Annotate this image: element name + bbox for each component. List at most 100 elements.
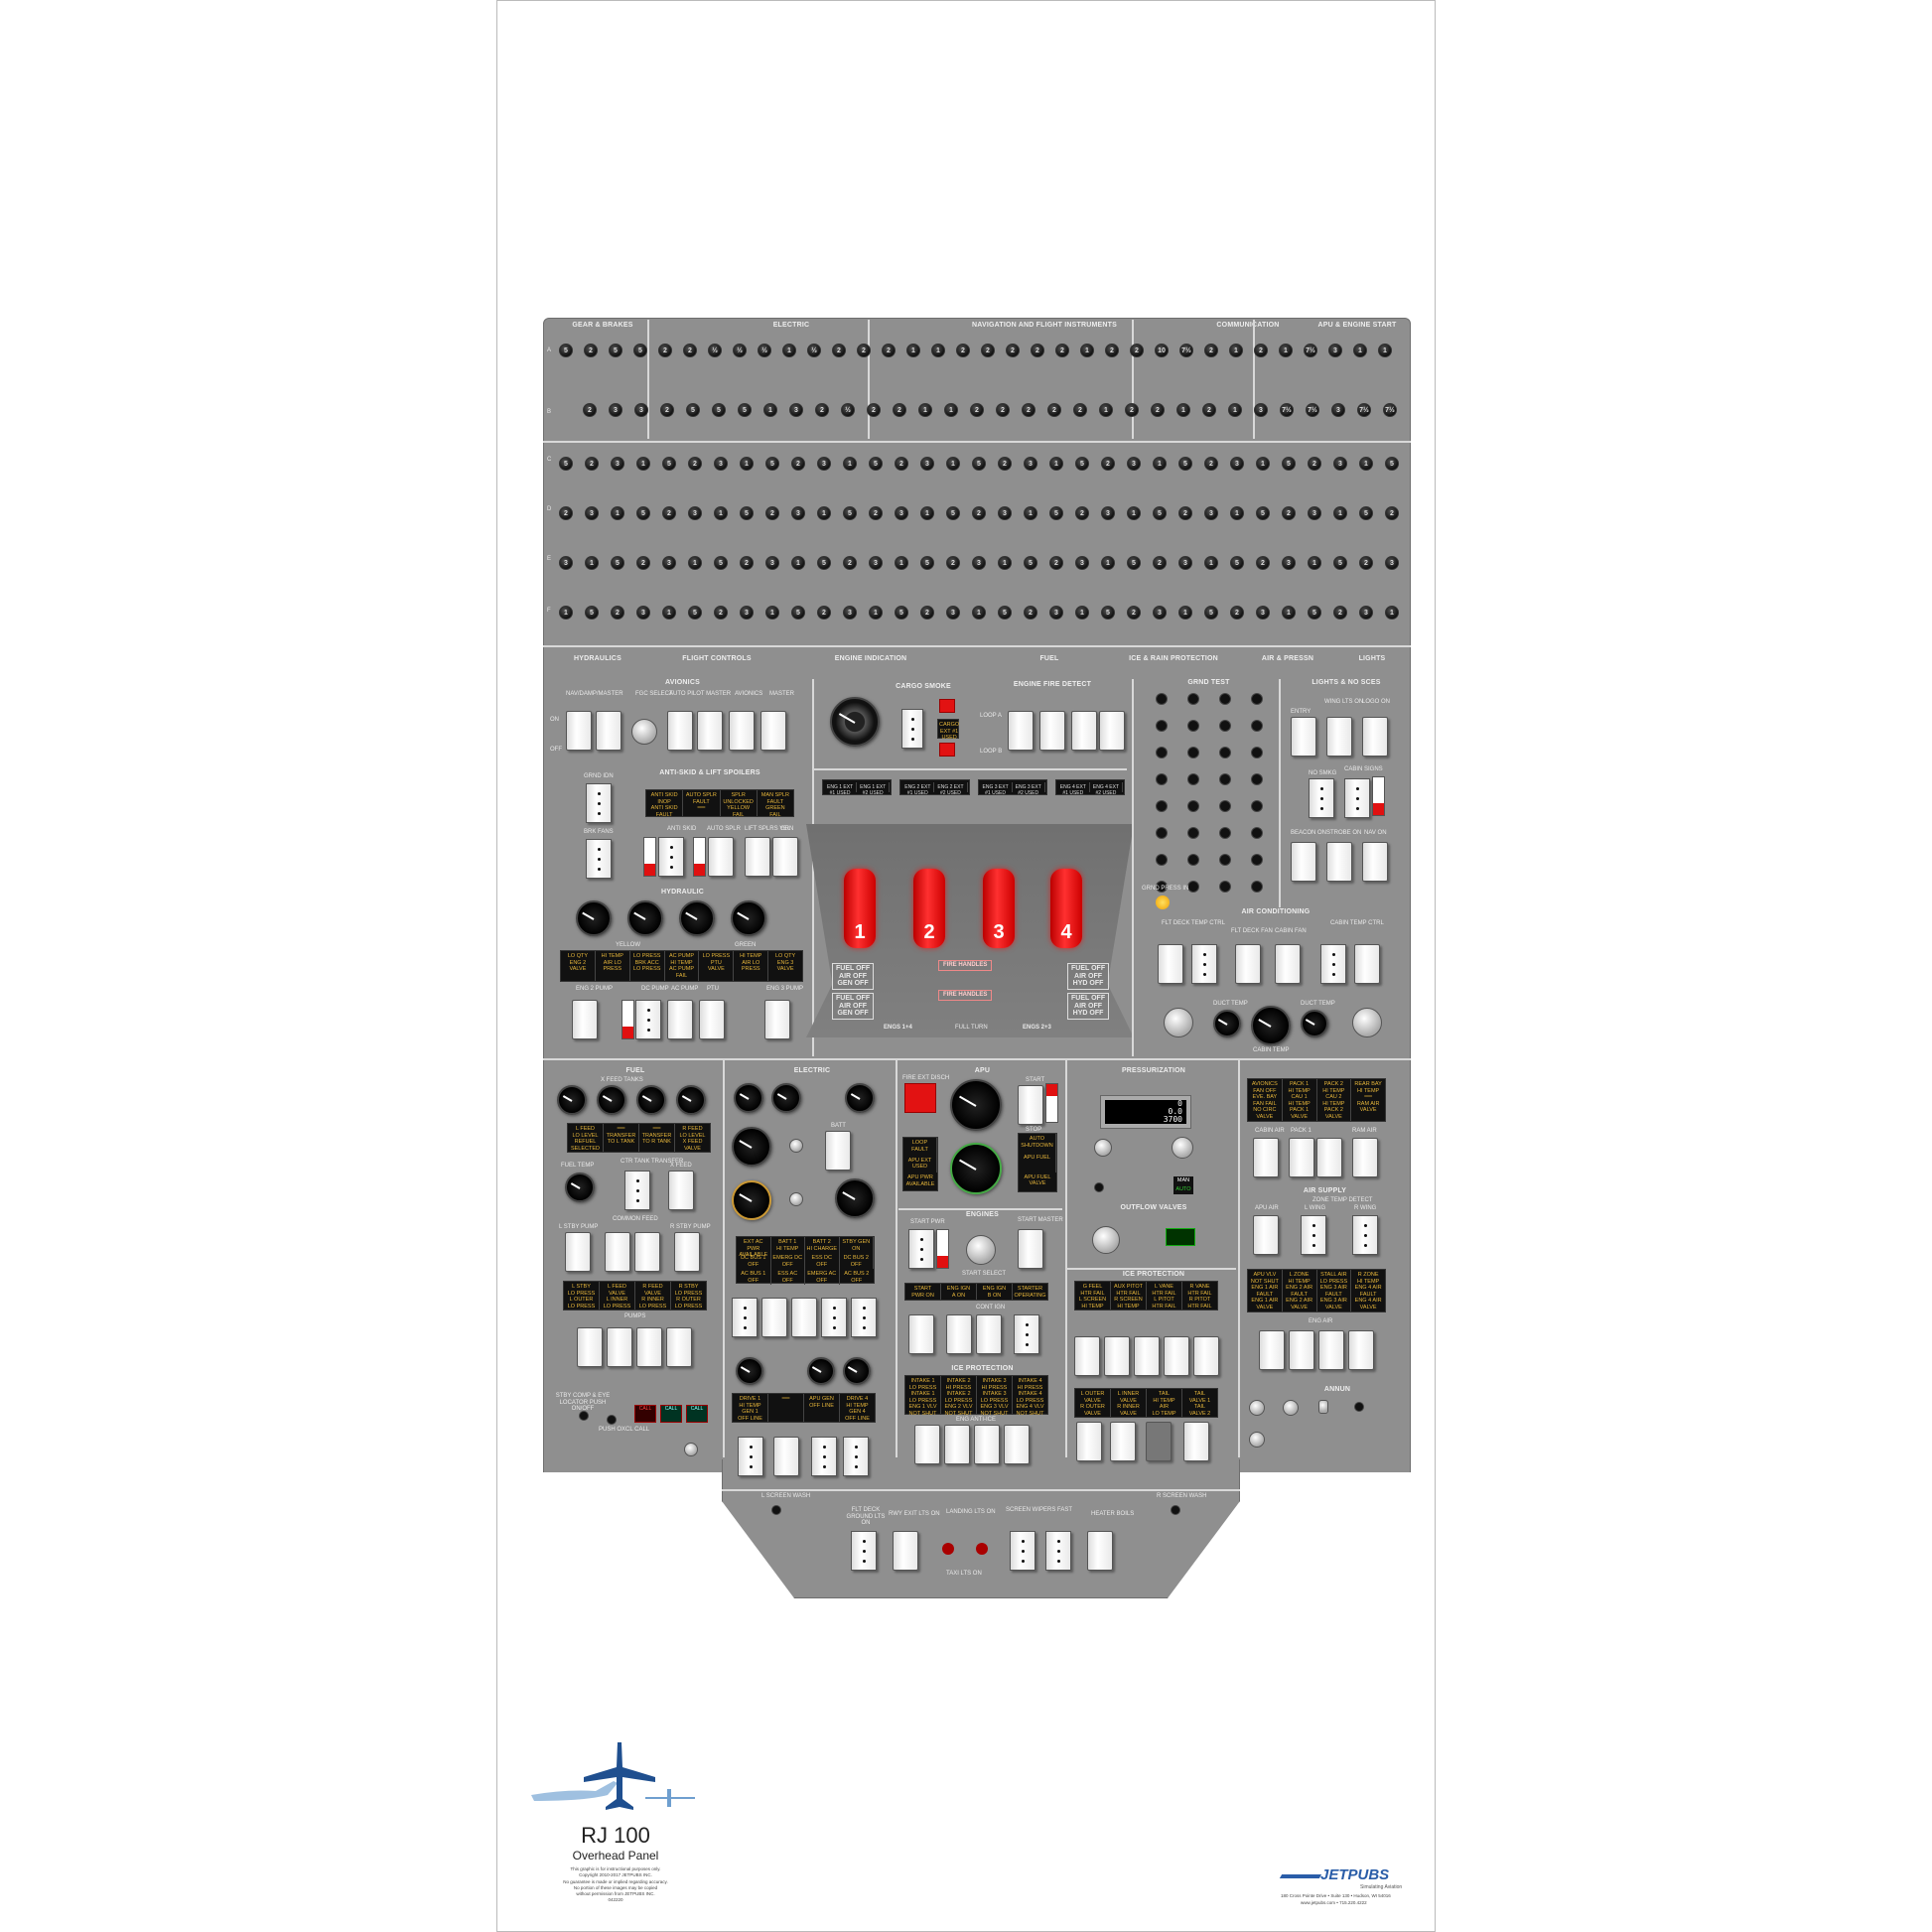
eng-anti-ice-2-switch[interactable] <box>944 1425 970 1464</box>
entry-switch[interactable] <box>1291 717 1316 757</box>
circuit-breaker[interactable]: 3 <box>634 403 648 417</box>
circuit-breaker[interactable]: 3 <box>585 506 599 520</box>
circuit-breaker[interactable]: 3 <box>789 403 803 417</box>
batt-switch[interactable] <box>825 1131 851 1171</box>
circuit-breaker[interactable]: 1 <box>636 457 650 471</box>
circuit-breaker[interactable]: 1 <box>688 556 702 570</box>
circuit-breaker[interactable]: 5 <box>712 403 726 417</box>
flt-deck-temp-auto-switch[interactable] <box>1158 944 1183 984</box>
circuit-breaker[interactable]: 2 <box>920 606 934 620</box>
avionics-master-2-switch[interactable] <box>760 711 786 751</box>
circuit-breaker[interactable]: 5 <box>998 606 1012 620</box>
circuit-breaker[interactable]: 2 <box>998 457 1012 471</box>
auto-splr-guard[interactable] <box>693 837 706 877</box>
circuit-breaker[interactable]: 5 <box>1308 606 1321 620</box>
circuit-breaker[interactable]: 1 <box>740 457 754 471</box>
l-inner-pump-switch[interactable] <box>607 1327 632 1367</box>
grnd-test-button[interactable] <box>1219 827 1231 839</box>
fgc-select-knob[interactable] <box>631 719 657 745</box>
grnd-test-button[interactable] <box>1187 747 1199 759</box>
l-wing-zone-switch[interactable] <box>1301 1215 1326 1255</box>
circuit-breaker[interactable]: 2 <box>636 556 650 570</box>
ext-ac-switch[interactable] <box>732 1298 758 1337</box>
landing-lt-r-toggle[interactable] <box>976 1543 988 1555</box>
stby-gen-switch[interactable] <box>851 1298 877 1337</box>
fire-detect-4-switch[interactable] <box>1099 711 1125 751</box>
circuit-breaker[interactable]: 3 <box>1333 457 1347 471</box>
cabin-air-switch[interactable] <box>1253 1138 1279 1177</box>
circuit-breaker[interactable]: 1 <box>1229 344 1243 357</box>
circuit-breaker[interactable]: 5 <box>1075 457 1089 471</box>
apu-fire-ext-button[interactable] <box>904 1083 936 1113</box>
circuit-breaker[interactable]: 2 <box>1230 606 1244 620</box>
circuit-breaker[interactable]: 5 <box>1024 556 1037 570</box>
grnd-test-button[interactable] <box>1251 827 1263 839</box>
bus-tie-dc-switch[interactable] <box>791 1298 817 1337</box>
circuit-breaker[interactable]: 2 <box>662 506 676 520</box>
circuit-breaker[interactable]: 1 <box>1308 556 1321 570</box>
circuit-breaker[interactable]: 3 <box>817 457 831 471</box>
xfeed-switch[interactable] <box>668 1171 694 1210</box>
circuit-breaker[interactable]: 3 <box>740 606 754 620</box>
circuit-breaker[interactable]: 1 <box>611 506 624 520</box>
crank-switch[interactable] <box>1014 1314 1039 1354</box>
circuit-breaker[interactable]: 1 <box>1178 606 1192 620</box>
dc-pump-switch[interactable] <box>635 1000 661 1039</box>
circuit-breaker[interactable]: 3 <box>1359 606 1373 620</box>
circuit-breaker[interactable]: 2 <box>1359 556 1373 570</box>
circuit-breaker[interactable]: 5 <box>895 606 908 620</box>
lift-splrs-grn-switch[interactable] <box>772 837 798 877</box>
circuit-breaker[interactable]: 2 <box>1130 344 1144 357</box>
circuit-breaker[interactable]: 1 <box>714 506 728 520</box>
circuit-breaker[interactable]: 2 <box>1031 344 1044 357</box>
circuit-breaker[interactable]: 5 <box>686 403 700 417</box>
dim-wkes-knob[interactable] <box>1249 1400 1265 1416</box>
circuit-breaker[interactable]: 1 <box>662 606 676 620</box>
grnd-test-button[interactable] <box>1156 800 1168 812</box>
circuit-breaker[interactable]: 3 <box>1127 457 1141 471</box>
circuit-breaker[interactable]: 1 <box>946 457 960 471</box>
circuit-breaker[interactable]: 1 <box>1075 606 1089 620</box>
anti-skid-switch[interactable] <box>658 837 684 877</box>
apu-start-guard[interactable] <box>1045 1083 1058 1123</box>
flt-deck-temp-knob[interactable] <box>1164 1008 1193 1037</box>
circuit-breaker[interactable]: 3 <box>1328 344 1342 357</box>
circuit-breaker[interactable]: 2 <box>688 457 702 471</box>
lift-splrs-yel-switch[interactable] <box>745 837 770 877</box>
ac-selector[interactable] <box>789 1192 803 1206</box>
start-pwr-switch[interactable] <box>908 1229 934 1269</box>
circuit-breaker[interactable]: 2 <box>1178 506 1192 520</box>
circuit-breaker[interactable]: 5 <box>791 606 805 620</box>
circuit-breaker[interactable]: 5 <box>1049 506 1063 520</box>
auto-splr-switch[interactable] <box>708 837 734 877</box>
grnd-test-button[interactable] <box>1251 747 1263 759</box>
circuit-breaker[interactable]: 5 <box>1127 556 1141 570</box>
baro-knob[interactable] <box>1172 1137 1193 1159</box>
rwy-exit-lts-switch[interactable] <box>893 1531 918 1571</box>
l-stby-pump-switch[interactable] <box>565 1232 591 1272</box>
circuit-breaker[interactable]: 2 <box>584 344 598 357</box>
nav-damp-master-2-switch[interactable] <box>596 711 621 751</box>
cont-ign-r-switch[interactable] <box>976 1314 1002 1354</box>
eng-air-1-switch[interactable] <box>1259 1330 1285 1370</box>
screen-heat-l-switch[interactable] <box>1074 1336 1100 1376</box>
grnd-test-button[interactable] <box>1156 827 1168 839</box>
circuit-breaker[interactable]: 1 <box>931 344 945 357</box>
dim-panel-knob[interactable] <box>1249 1432 1265 1448</box>
circuit-breaker[interactable]: 5 <box>843 506 857 520</box>
screen-wiper-r-switch[interactable] <box>1045 1531 1071 1571</box>
circuit-breaker[interactable]: 1 <box>1230 506 1244 520</box>
fire-handle-3[interactable]: 3 <box>983 869 1015 948</box>
circuit-breaker[interactable]: 5 <box>1256 506 1270 520</box>
nav-switch[interactable] <box>1362 842 1388 882</box>
ice-detect-switch[interactable] <box>1146 1422 1172 1461</box>
circuit-breaker[interactable]: 1 <box>585 556 599 570</box>
anti-skid-guard[interactable] <box>643 837 656 877</box>
circuit-breaker[interactable]: 3 <box>765 556 779 570</box>
grnd-test-button[interactable] <box>1156 720 1168 732</box>
apu-start-switch[interactable] <box>1018 1085 1043 1125</box>
circuit-breaker[interactable]: 1 <box>998 556 1012 570</box>
circuit-breaker[interactable]: 5 <box>609 344 622 357</box>
grnd-test-button[interactable] <box>1219 881 1231 893</box>
